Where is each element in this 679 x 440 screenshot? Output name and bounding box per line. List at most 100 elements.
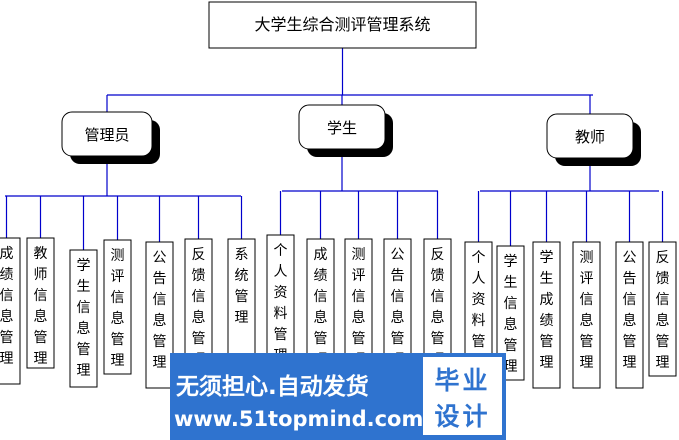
leaf-node-char: 管 — [472, 334, 486, 350]
leaf-node: 学生信息管理 — [496, 245, 525, 381]
leaf-node-char: 评 — [111, 269, 125, 285]
leaf-node-char: 理 — [111, 353, 125, 369]
leaf-node-char: 公 — [623, 250, 637, 266]
leaf-node-char: 管 — [623, 334, 637, 350]
leaf-node-char: 息 — [77, 320, 91, 337]
leaf-node-char: 学 — [540, 250, 554, 266]
leaf-node-char: 理 — [153, 355, 167, 371]
leaf-node-char: 信 — [153, 292, 167, 308]
leaf-node-label: 学生信息管理 — [504, 254, 518, 375]
leaf-node-char: 系 — [235, 247, 249, 263]
leaf-node-label: 测评信息管理 — [111, 248, 125, 369]
leaf-node-char: 理 — [504, 359, 518, 375]
leaf-node-char: 评 — [580, 271, 594, 287]
leaf-node-char: 评 — [352, 268, 366, 284]
leaf-node-char: 成 — [0, 246, 14, 262]
leaf-node-char: 告 — [153, 271, 167, 287]
leaf-node-char: 管 — [580, 334, 594, 350]
leaf-node-label: 公告信息管理 — [153, 250, 167, 371]
role-node-box — [546, 113, 634, 159]
leaf-node-char: 学 — [77, 258, 91, 274]
leaf-node-box — [423, 238, 452, 355]
leaf-node-label: 教师信息管理 — [34, 246, 48, 367]
leaf-node-char: 生 — [540, 271, 554, 287]
leaf-node-char: 管 — [314, 331, 328, 347]
leaf-node-char: 信 — [431, 289, 445, 305]
leaf-node: 测评信息管理 — [572, 241, 601, 389]
promo-url: www.51topmind.com — [174, 407, 424, 431]
leaf-node-char: 告 — [623, 271, 637, 287]
leaf-node-char: 信 — [0, 288, 14, 304]
promo-slogan: 无须担心.自动发货 — [176, 374, 369, 400]
leaf-node-char: 理 — [0, 351, 14, 367]
leaf-node-label: 反馈信息管理 — [656, 250, 670, 371]
leaf-node-box — [306, 238, 335, 355]
leaf-node-char: 馈 — [192, 268, 206, 284]
leaf-node-char: 息 — [656, 312, 670, 329]
leaf-node-char: 信 — [580, 292, 594, 308]
leaf-node-label: 学生信息管理 — [77, 258, 91, 379]
leaf-node-char: 人 — [472, 271, 486, 287]
leaf-node-box — [103, 239, 132, 375]
leaf-node: 学生成绩管理 — [532, 241, 561, 389]
leaf-node-char: 管 — [656, 334, 670, 350]
leaf-node-char: 信 — [623, 292, 637, 308]
leaf-node-char: 管 — [235, 289, 249, 305]
leaf-node-box — [383, 238, 412, 355]
leaf-node-char: 资 — [472, 292, 486, 308]
leaf-node-box — [572, 241, 601, 389]
leaf-node-label: 公告信息管理 — [623, 250, 637, 371]
leaf-node-label: 测评信息管理 — [580, 250, 594, 371]
leaf-node-char: 息 — [504, 316, 518, 333]
root-node-label: 大学生综合测评管理系统 — [254, 15, 430, 34]
leaf-node-char: 信 — [314, 289, 328, 305]
leaf-node-char: 管 — [540, 334, 554, 350]
leaf-node: 成绩信息管理 — [0, 237, 21, 385]
leaf-node-char: 资 — [274, 285, 288, 301]
leaf-node-box — [145, 241, 174, 389]
promo-logo-line2: 设计 — [434, 402, 491, 431]
role-node-label: 管理员 — [84, 126, 129, 144]
promo-text-area: 无须担心.自动发货 www.51topmind.com — [170, 353, 424, 440]
leaf-node-char: 学 — [504, 254, 518, 270]
leaf-node-box — [648, 241, 677, 377]
leaf-node-label: 成绩信息管理 — [0, 246, 14, 367]
leaf-node: 个人资料管理 — [266, 234, 295, 364]
leaf-node-char: 理 — [34, 351, 48, 367]
leaf-node-char: 理 — [235, 310, 249, 326]
leaf-node-box — [26, 237, 55, 369]
leaf-node-char: 息 — [431, 309, 445, 326]
root-node: 大学生综合测评管理系统 — [208, 1, 477, 49]
leaf-node-char: 理 — [623, 355, 637, 371]
role-node-box — [61, 111, 153, 157]
role-node: 学生 — [298, 104, 393, 157]
leaf-node-char: 息 — [34, 308, 48, 325]
leaf-node: 公告信息管理 — [615, 241, 644, 389]
leaf-node-char: 人 — [274, 264, 288, 280]
leaf-node-char: 信 — [352, 289, 366, 305]
leaf-node-box — [615, 241, 644, 389]
leaf-node-char: 息 — [192, 309, 206, 326]
leaf-node-char: 料 — [472, 313, 486, 329]
leaf-node-char: 成 — [314, 247, 328, 263]
leaf-node-char: 管 — [77, 342, 91, 358]
leaf-node-char: 公 — [153, 250, 167, 266]
leaf-node: 测评信息管理 — [344, 238, 373, 368]
role-node-label: 学生 — [327, 119, 357, 137]
leaf-node-char: 生 — [504, 275, 518, 291]
leaf-node-box — [69, 249, 98, 388]
leaf-node-char: 理 — [656, 355, 670, 371]
leaf-node: 公告信息管理 — [383, 238, 412, 368]
leaf-node-char: 测 — [352, 247, 366, 263]
leaf-node: 教师信息管理 — [26, 237, 55, 369]
leaf-node-char: 告 — [391, 268, 405, 284]
promo-logo-line1: 毕业 — [434, 366, 491, 395]
leaf-node: 系统管理 — [227, 238, 256, 355]
promo-banner: 无须担心.自动发货 www.51topmind.com 毕业 设计 — [170, 353, 506, 440]
leaf-node: 反馈信息管理 — [648, 241, 677, 377]
leaf-node-char: 馈 — [431, 268, 445, 284]
leaf-node-char: 信 — [504, 296, 518, 312]
leaf-node-char: 反 — [431, 247, 445, 263]
leaf-node-char: 管 — [352, 331, 366, 347]
leaf-node-char: 统 — [235, 268, 249, 284]
